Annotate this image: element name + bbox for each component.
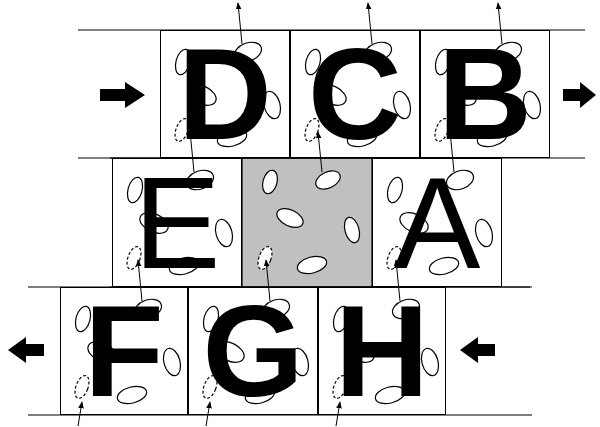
cell-letter: G xyxy=(202,286,303,416)
cell-letter: C xyxy=(308,29,402,159)
cell-box: C xyxy=(290,30,420,158)
cell-letter: A xyxy=(394,158,481,288)
cell-box: B xyxy=(420,30,550,158)
cell-letter: H xyxy=(335,286,429,416)
cell-letter: B xyxy=(438,29,532,159)
cell-box: F xyxy=(60,287,188,415)
cell-letter: D xyxy=(178,29,272,159)
empty-cell xyxy=(242,158,372,287)
cell-box: E xyxy=(112,158,242,287)
band-lines xyxy=(28,30,585,415)
cell-box: G xyxy=(188,287,318,415)
cell-box: D xyxy=(160,30,290,158)
cell-box: H xyxy=(318,287,446,415)
cell-letter: E xyxy=(134,158,221,288)
cell-box: A xyxy=(372,158,502,287)
cell-letter: F xyxy=(84,286,163,416)
